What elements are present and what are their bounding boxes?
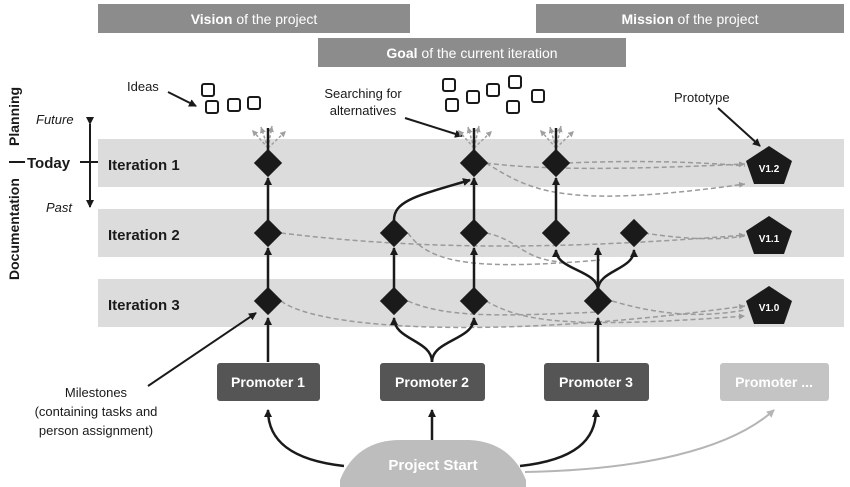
documentation-label: Documentation <box>6 178 22 280</box>
idea-square <box>247 96 261 110</box>
project-start-shape[interactable]: Project Start <box>340 440 526 487</box>
idea-square <box>442 78 456 92</box>
ideas-arrow <box>167 91 197 107</box>
promoter-label: Promoter ... <box>735 374 813 390</box>
time-axis: Documentation Planning Future Today Past <box>6 87 98 280</box>
prototype-arrow <box>717 107 761 147</box>
idea-square <box>445 98 459 112</box>
promoter-more-box[interactable]: Promoter ... <box>720 363 829 401</box>
promoter-3-box[interactable]: Promoter 3 <box>544 363 649 401</box>
promoter-1-box[interactable]: Promoter 1 <box>217 363 320 401</box>
idea-square <box>227 98 241 112</box>
idea-square <box>205 100 219 114</box>
milestones-arrow <box>147 312 257 387</box>
goal-bar: Goal of the current iteration <box>318 38 626 67</box>
milestones-label-line1: Milestones <box>65 385 128 400</box>
svg-text:Goal of the current iteration: Goal of the current iteration <box>386 45 557 61</box>
milestone-diamond[interactable] <box>619 218 649 248</box>
idea-square <box>486 83 500 97</box>
goal-rest: of the current iteration <box>418 45 558 61</box>
idea-square <box>466 90 480 104</box>
ideas-label: Ideas <box>127 79 159 94</box>
milestone-diamond[interactable] <box>253 286 283 316</box>
searching-label-line2: alternatives <box>330 103 397 118</box>
iteration-1-label: Iteration 1 <box>108 157 180 174</box>
idea-square <box>201 83 215 97</box>
idea-squares-group <box>201 83 261 114</box>
prototype-v12[interactable]: V1.2 <box>746 146 792 184</box>
planning-label: Planning <box>6 87 22 146</box>
promoter-2-box[interactable]: Promoter 2 <box>380 363 485 401</box>
milestone-diamond[interactable] <box>379 286 409 316</box>
searching-label-line1: Searching for <box>324 86 402 101</box>
future-label: Future <box>36 112 74 127</box>
iteration-3-label: Iteration 3 <box>108 297 180 314</box>
promoter-label: Promoter 1 <box>231 374 305 390</box>
alternative-squares-group <box>442 75 545 114</box>
vision-rest: of the project <box>232 11 317 27</box>
prototype-v10[interactable]: V1.0 <box>746 286 792 324</box>
today-label: Today <box>27 155 71 172</box>
goal-bold: Goal <box>386 45 417 61</box>
prototype-version-label: V1.1 <box>759 234 780 245</box>
iteration-2-label: Iteration 2 <box>108 227 180 244</box>
documentation-links <box>280 160 746 329</box>
project-start-label: Project Start <box>388 457 477 474</box>
vision-bold: Vision <box>191 11 233 27</box>
past-label: Past <box>46 200 73 215</box>
searching-arrow <box>404 117 463 138</box>
prototype-version-label: V1.2 <box>759 164 780 175</box>
milestone-diamond[interactable] <box>541 218 571 248</box>
mission-bar: Mission of the project <box>536 4 844 33</box>
mission-bold: Mission <box>622 11 674 27</box>
promoter-label: Promoter 2 <box>395 374 469 390</box>
idea-square <box>531 89 545 103</box>
start-arrows <box>264 409 600 468</box>
idea-square <box>508 75 522 89</box>
promoter-label: Promoter 3 <box>559 374 633 390</box>
milestones <box>253 148 649 316</box>
prototype-v11[interactable]: V1.1 <box>746 216 792 254</box>
vision-bar: Vision of the project <box>98 4 410 33</box>
svg-text:Vision of the project: Vision of the project <box>191 11 318 27</box>
milestone-flow <box>264 128 638 363</box>
fanout-arrows <box>251 125 575 149</box>
mission-rest: of the project <box>674 11 759 27</box>
start-arrow-faded <box>524 409 775 473</box>
prototype-label: Prototype <box>674 90 730 105</box>
milestones-label-line3: person assignment) <box>39 423 153 438</box>
milestone-diamond[interactable] <box>459 286 489 316</box>
milestone-diamond[interactable] <box>541 148 571 178</box>
svg-text:Mission of the project: Mission of the project <box>622 11 759 27</box>
idea-square <box>506 100 520 114</box>
milestone-diamond[interactable] <box>583 286 613 316</box>
milestones-label-line2: (containing tasks and <box>35 404 158 419</box>
prototype-version-label: V1.0 <box>759 303 780 314</box>
